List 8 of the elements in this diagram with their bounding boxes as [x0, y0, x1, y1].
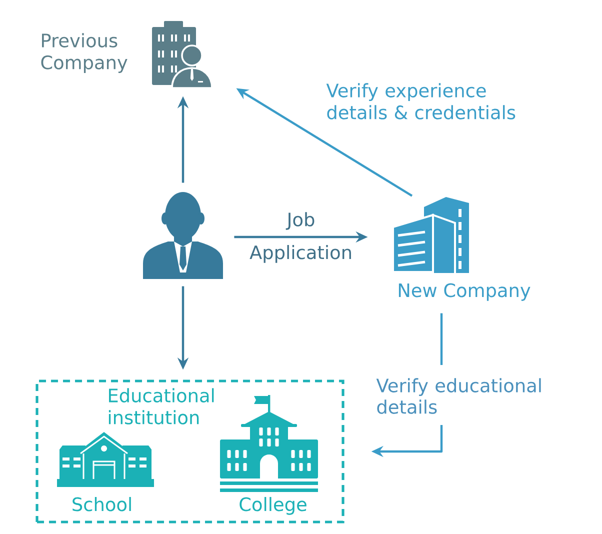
icon-label: Previous Company [41, 33, 128, 73]
person-icon [143, 192, 223, 279]
edge-label: Verify educational details [376, 378, 541, 414]
edge-label: Job Application [250, 212, 351, 263]
icon-label: School [72, 496, 131, 512]
edge-label: Verify experience details & credentials [326, 83, 516, 120]
icon-label: College [240, 496, 306, 515]
icon-label: New Company [398, 283, 530, 301]
